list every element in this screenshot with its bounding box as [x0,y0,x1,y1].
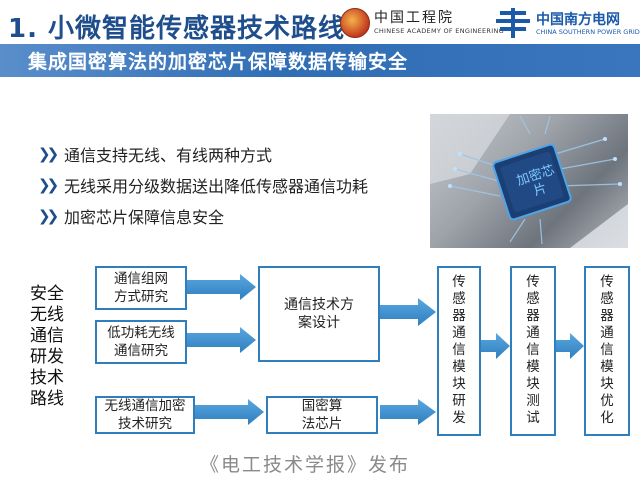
box-char: 发 [452,410,466,426]
box-text: 法芯片 [301,416,343,432]
box-text: 通信技术方 [284,297,354,313]
box-text: 国密算 [301,398,343,414]
box-text: 通信组网 [114,271,168,287]
encryption-chip-photo: 加密芯片 [430,114,628,248]
box-char: 通 [452,325,466,341]
box-gm-algorithm-chip: 国密算法芯片 [266,396,378,434]
box-char: 传 [526,274,540,290]
box-char: 块 [600,376,614,392]
box-text: 无线通信加密 [104,398,186,414]
box-encryption-study: 无线通信加密技术研究 [95,396,195,434]
bullet-text: 无线采用分级数据送出降低传感器通信功耗 [64,177,369,196]
box-char: 研 [452,393,466,409]
double-chevron-icon: ❯❯ [38,176,59,194]
side-label-line: 研发 [30,347,64,367]
box-char: 信 [600,342,614,358]
cae-name-cn: 中国工程院 [374,10,454,26]
box-char: 信 [526,342,540,358]
box-char: 传 [452,274,466,290]
arrow-right-icon [380,399,436,425]
banner-title: 集成国密算法的加密芯片保障数据传输安全 [28,51,409,73]
side-label-line: 安全 [30,284,64,304]
side-vertical-label: 安全 无线 通信 研发 技术 路线 [30,284,72,410]
box-module-test: 传 感 器 通 信 模 块 测 试 [510,266,556,436]
box-text: 低功耗无线 [107,325,175,341]
publisher-watermark: 《电工技术学报》发布 [200,454,411,476]
arrow-right-icon [186,274,256,300]
box-char: 优 [600,393,614,409]
arrow-right-icon [186,327,256,353]
box-text: 通信研究 [114,343,168,359]
box-char: 化 [600,410,614,426]
box-char: 通 [526,325,540,341]
box-char: 测 [526,393,540,409]
csg-name-en: CHINA SOUTHERN POWER GRID [536,28,640,36]
cae-logo: 中国工程院 CHINESE ACADEMY OF ENGINEERING [340,6,504,40]
double-chevron-icon: ❯❯ [38,145,59,163]
box-char: 模 [526,359,540,375]
box-char: 器 [526,308,540,324]
side-label-line: 无线 [30,305,64,325]
box-char: 模 [452,359,466,375]
box-char: 块 [526,376,540,392]
box-char: 通 [600,325,614,341]
box-module-optimization: 传 感 器 通 信 模 块 优 化 [584,266,630,436]
cae-name-en: CHINESE ACADEMY OF ENGINEERING [374,27,504,35]
box-comm-network-study: 通信组网方式研究 [95,266,187,310]
box-scheme-design: 通信技术方案设计 [258,266,380,362]
box-text: 技术研究 [118,416,172,432]
box-char: 模 [600,359,614,375]
csg-emblem-icon [496,8,530,38]
cae-emblem-icon [340,8,370,38]
box-char: 信 [452,342,466,358]
box-char: 感 [600,291,614,307]
box-low-power-study: 低功耗无线通信研究 [95,320,187,364]
box-module-development: 传 感 器 通 信 模 块 研 发 [437,266,481,436]
double-chevron-icon: ❯❯ [38,207,59,225]
arrow-right-icon [194,399,264,425]
side-label-line: 通信 [30,326,64,346]
section-banner: 集成国密算法的加密芯片保障数据传输安全 [0,44,640,77]
arrow-right-icon [556,333,584,359]
box-text: 案设计 [298,315,340,331]
box-char: 试 [526,410,540,426]
box-char: 器 [600,308,614,324]
box-text: 方式研究 [114,289,168,305]
box-char: 感 [526,291,540,307]
page-title: 1. 小微智能传感器技术路线 [8,14,346,44]
bullet-text: 加密芯片保障信息安全 [64,208,225,227]
box-char: 器 [452,308,466,324]
csg-logo: 中国南方电网 CHINA SOUTHERN POWER GRID [494,6,640,40]
box-char: 感 [452,291,466,307]
bullet-text: 通信支持无线、有线两种方式 [64,146,273,165]
side-label-line: 路线 [30,389,64,409]
arrow-right-icon [380,298,436,326]
csg-name-cn: 中国南方电网 [536,12,620,28]
box-char: 传 [600,274,614,290]
side-label-line: 技术 [30,368,64,388]
box-char: 块 [452,376,466,392]
arrow-right-icon [480,333,510,359]
